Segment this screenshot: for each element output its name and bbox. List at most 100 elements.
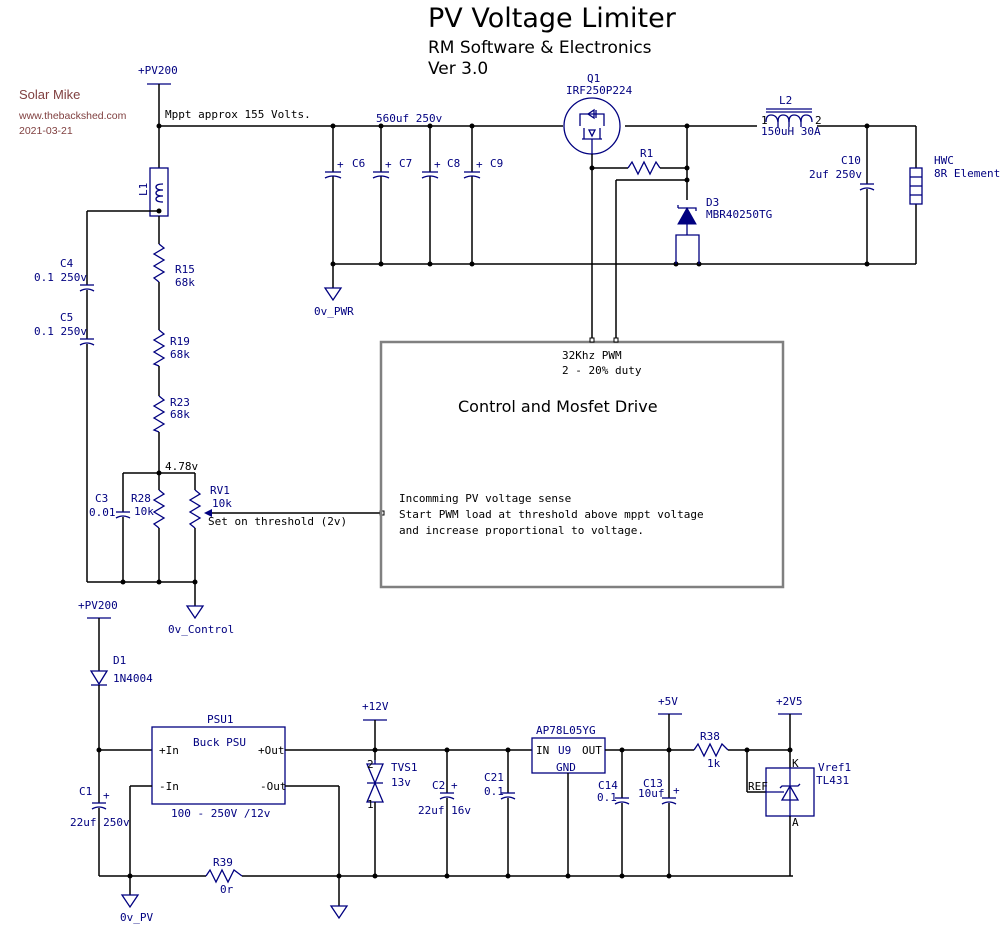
capacitor-c8: + — [421, 126, 441, 264]
capacitor-c2: + — [439, 779, 458, 800]
label-c6: C6 — [352, 157, 365, 170]
label-q1-value: IRF250P224 — [566, 84, 633, 97]
svg-text:+: + — [476, 158, 483, 171]
label-tvs1-ref: TVS1 — [391, 761, 418, 774]
junction — [336, 873, 342, 879]
label-hwc-value: 8R Element — [934, 167, 1000, 180]
label-r28-ref: R28 — [131, 492, 151, 505]
label-rv1-ref: RV1 — [210, 484, 230, 497]
capacitor-c13: + — [661, 784, 680, 805]
label-r23-value: 68k — [170, 408, 190, 421]
ground-icon — [329, 905, 349, 920]
potentiometer-rv1 — [188, 489, 202, 529]
label-l2-pin2: 2 — [815, 114, 822, 127]
label-d3-value: MBR40250TG — [706, 208, 772, 221]
junction — [120, 579, 126, 585]
label-l1: L1 — [137, 183, 150, 196]
control-desc-line2: Start PWM load at threshold above mppt v… — [399, 508, 704, 521]
label-l2-value: 150uH 30A — [761, 125, 821, 138]
label-c13-value: 10uf — [638, 787, 665, 800]
pwm-frequency-label: 32Khz PWM — [562, 349, 622, 362]
label-tvs1-value: 13v — [391, 776, 411, 789]
junction — [127, 873, 133, 879]
resistor-r23 — [152, 395, 166, 433]
tvs-diode-tvs1 — [366, 760, 384, 803]
label-rv1-note: Set on threshold (2v) — [208, 515, 347, 528]
wiper-arrow-icon — [204, 509, 212, 517]
capacitor-c7: + — [372, 126, 392, 264]
heater-element-hwc — [909, 167, 923, 205]
label-r15-value: 68k — [175, 276, 195, 289]
label-vref1-ref: Vref1 — [818, 761, 851, 774]
capacitor-c10 — [859, 183, 875, 191]
svg-text:+: + — [673, 784, 680, 797]
label-c13-ref: C13 — [643, 777, 663, 790]
label-q1-ref: Q1 — [587, 72, 600, 85]
junction — [684, 165, 690, 171]
control-desc-line3: and increase proportional to voltage. — [399, 524, 644, 537]
net-label-12v: +12V — [362, 700, 389, 713]
ground-icon — [323, 287, 343, 302]
label-c2-ref: C2 — [432, 779, 445, 792]
label-u9-pin-out: OUT — [582, 744, 602, 757]
label-c7: C7 — [399, 157, 412, 170]
label-c3-ref: C3 — [95, 492, 108, 505]
label-c1-value: 22uf 250v — [70, 816, 130, 829]
control-block-title: Control and Mosfet Drive — [458, 397, 658, 416]
capacitor-c1: + — [91, 789, 110, 810]
bulk-caps-value: 560uf 250v — [376, 112, 443, 125]
resistor-r28 — [152, 489, 166, 529]
mosfet-q1 — [563, 97, 621, 155]
label-psu1-rating: 100 - 250V /12v — [171, 807, 271, 820]
label-vref1-pin-a: A — [792, 816, 799, 829]
label-u9-pin-in: IN — [536, 744, 549, 757]
label-psu1-pin-in-pos: +In — [159, 744, 179, 757]
label-c5-value: 0.1 250v — [34, 325, 87, 338]
port-pwm-2 — [613, 337, 619, 343]
label-r19-ref: R19 — [170, 335, 190, 348]
label-l2-ref: L2 — [779, 94, 792, 107]
net-label-pv200-top: +PV200 — [138, 64, 178, 77]
label-d1-ref: D1 — [113, 654, 126, 667]
buck-psu-psu1 — [151, 726, 286, 805]
label-c5-ref: C5 — [60, 311, 73, 324]
svg-text:+: + — [337, 158, 344, 171]
voltage-reference-vref1 — [765, 767, 815, 817]
label-tvs1-pin2: 2 — [367, 758, 374, 771]
label-hwc-ref: HWC — [934, 154, 954, 167]
label-psu1-pin-out-pos: +Out — [258, 744, 285, 757]
control-desc-line1: Incomming PV voltage sense — [399, 492, 571, 505]
junction — [666, 747, 672, 753]
label-c8: C8 — [447, 157, 460, 170]
junction — [156, 579, 162, 585]
capacitor-c3 — [115, 511, 131, 519]
svg-text:+: + — [103, 789, 110, 802]
net-label-2v5: +2V5 — [776, 695, 803, 708]
label-c1-ref: C1 — [79, 785, 92, 798]
label-rv1-value: 10k — [212, 497, 232, 510]
net-label-divider-voltage: 4.78v — [165, 460, 198, 473]
label-c21-ref: C21 — [484, 771, 504, 784]
label-r38-value: 1k — [707, 757, 721, 770]
label-c3-value: 0.01 — [89, 506, 116, 519]
svg-text:+: + — [385, 158, 392, 171]
resistor-r39 — [205, 868, 243, 884]
label-psu1-pin-out-neg: -Out — [260, 780, 287, 793]
net-label-0v-pwr: 0v_PWR — [314, 305, 354, 318]
diode-d3 — [675, 205, 700, 264]
label-c21-value: 0.1 — [484, 785, 504, 798]
net-label-0v-pv: 0v_PV — [120, 911, 153, 924]
label-psu1-name: Buck PSU — [193, 736, 246, 749]
author-name: Solar Mike — [19, 87, 80, 102]
label-r15-ref: R15 — [175, 263, 195, 276]
label-l2-pin1: 1 — [761, 114, 768, 127]
label-u9-pin-gnd: GND — [556, 761, 576, 774]
ground-icon — [120, 894, 140, 909]
capacitor-c14 — [614, 797, 630, 805]
version-label: Ver 3.0 — [428, 59, 488, 79]
label-c9: C9 — [490, 157, 503, 170]
label-d3-ref: D3 — [706, 196, 719, 209]
control-block — [379, 340, 785, 589]
net-label-0v-control: 0v_Control — [168, 623, 234, 636]
